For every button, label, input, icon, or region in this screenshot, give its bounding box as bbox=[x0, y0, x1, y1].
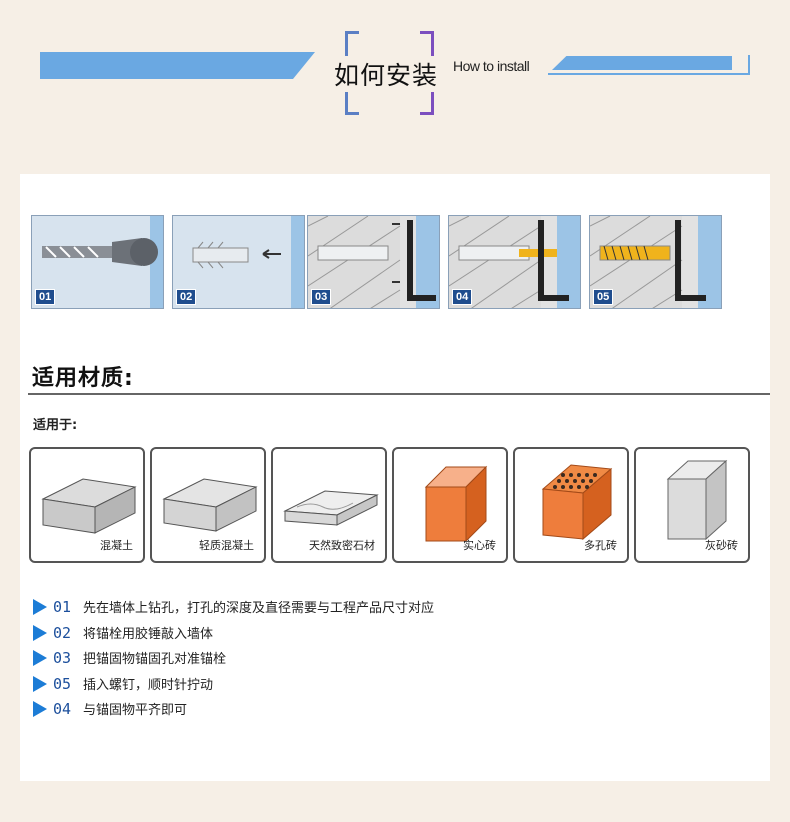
arrow-right-icon bbox=[33, 649, 47, 666]
step-card-5: 05 bbox=[589, 215, 722, 309]
instruction-item: 02 将锚栓用胶锤敲入墙体 bbox=[33, 623, 213, 642]
material-card-solid-brick: 实心砖 bbox=[392, 447, 508, 563]
step-number: 03 bbox=[311, 289, 332, 305]
sand-lime-brick-icon bbox=[666, 459, 728, 541]
material-card-perforated-brick: 多孔砖 bbox=[513, 447, 629, 563]
page-subtitle: How to install bbox=[453, 58, 530, 74]
material-label: 混凝土 bbox=[100, 539, 133, 552]
instruction-item: 05 插入螺钉，顺时针拧动 bbox=[33, 674, 213, 693]
materials-title: 适用材质: bbox=[32, 366, 134, 391]
step-number: 02 bbox=[176, 289, 197, 305]
header-right-cap bbox=[748, 55, 750, 75]
header-left-bar bbox=[40, 52, 315, 79]
material-label: 轻质混凝土 bbox=[199, 539, 254, 552]
section-divider bbox=[28, 393, 770, 395]
perforated-brick-icon bbox=[541, 464, 613, 541]
instruction-code: 01 bbox=[53, 597, 72, 616]
material-label: 实心砖 bbox=[463, 539, 496, 552]
instruction-code: 04 bbox=[53, 699, 72, 718]
material-label: 灰砂砖 bbox=[705, 539, 738, 552]
lightweight-concrete-block-icon bbox=[162, 478, 258, 532]
concrete-block-icon bbox=[41, 478, 137, 534]
step-number: 04 bbox=[452, 289, 473, 305]
anchor-illustration-icon bbox=[192, 216, 304, 308]
screw-in-illustration-icon bbox=[449, 216, 580, 308]
step-card-3: 03 bbox=[307, 215, 440, 309]
step-number: 05 bbox=[593, 289, 614, 305]
instruction-item: 01 先在墙体上钻孔，打孔的深度及直径需要与工程产品尺寸对应 bbox=[33, 597, 434, 616]
solid-brick-icon bbox=[424, 465, 488, 543]
arrow-right-icon bbox=[33, 700, 47, 717]
instruction-code: 03 bbox=[53, 648, 72, 667]
step-number: 01 bbox=[35, 289, 56, 305]
material-card-lightweight-concrete: 轻质混凝土 bbox=[150, 447, 266, 563]
step-card-1: 01 bbox=[31, 215, 164, 309]
material-label: 多孔砖 bbox=[584, 539, 617, 552]
instruction-text: 将锚栓用胶锤敲入墙体 bbox=[83, 627, 214, 642]
instruction-text: 先在墙体上钻孔，打孔的深度及直径需要与工程产品尺寸对应 bbox=[83, 601, 435, 616]
instruction-code: 05 bbox=[53, 674, 72, 693]
instruction-text: 插入螺钉，顺时针拧动 bbox=[83, 678, 214, 693]
page-title: 如何安装 bbox=[332, 56, 441, 92]
instruction-item: 04 与锚固物平齐即可 bbox=[33, 699, 187, 718]
header-right-bar bbox=[552, 56, 732, 70]
step-card-4: 04 bbox=[448, 215, 581, 309]
instruction-item: 03 把锚固物锚固孔对准锚栓 bbox=[33, 648, 226, 667]
instruction-text: 把锚固物锚固孔对准锚栓 bbox=[83, 652, 227, 667]
applies-to-label: 适用于: bbox=[33, 418, 78, 433]
arrow-right-icon bbox=[33, 675, 47, 692]
material-card-concrete: 混凝土 bbox=[29, 447, 145, 563]
material-card-natural-stone: 天然致密石材 bbox=[271, 447, 387, 563]
natural-stone-slab-icon bbox=[283, 490, 379, 526]
instruction-text: 与锚固物平齐即可 bbox=[83, 703, 188, 718]
arrow-right-icon bbox=[33, 598, 47, 615]
drill-illustration-icon bbox=[42, 216, 163, 308]
arrow-right-icon bbox=[33, 624, 47, 641]
header-right-line bbox=[548, 73, 750, 75]
material-label: 天然致密石材 bbox=[309, 539, 375, 552]
material-card-sand-lime-brick: 灰砂砖 bbox=[634, 447, 750, 563]
instruction-code: 02 bbox=[53, 623, 72, 642]
step-card-2: 02 bbox=[172, 215, 305, 309]
